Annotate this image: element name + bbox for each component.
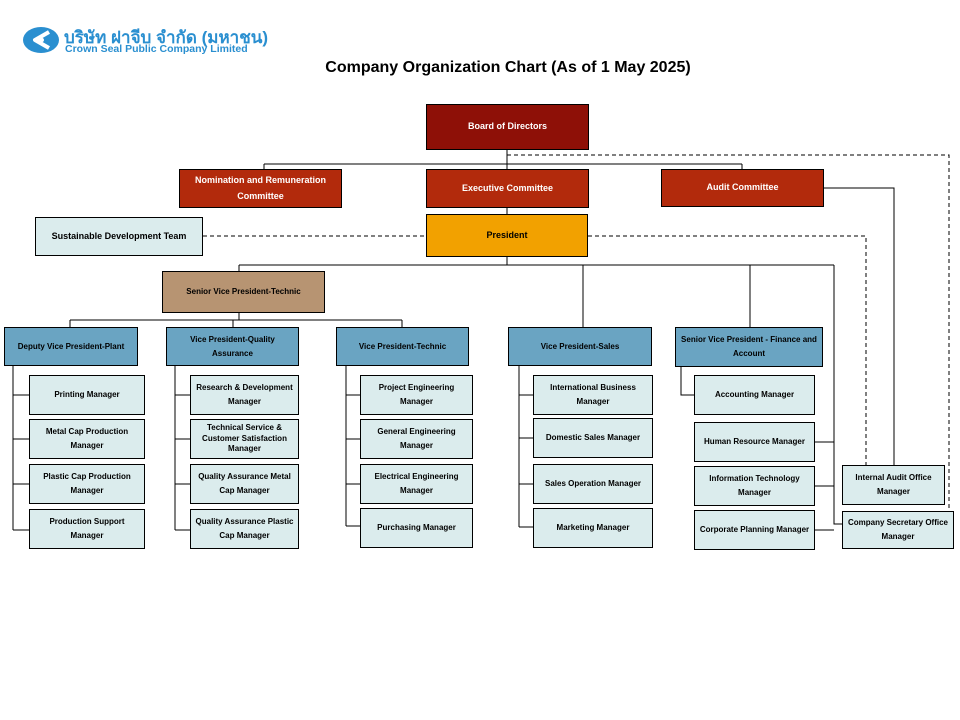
vp-technic-box: Vice President-Technic	[336, 327, 469, 366]
logo-thai-name: บริษัท ฝาจีบ จำกัด (มหาชน)	[64, 28, 269, 47]
company-secretary-office-manager-box: Company Secretary Office Manager	[842, 511, 954, 549]
svp-finance-box: Senior Vice President - Finance and Acco…	[675, 327, 823, 367]
marketing-manager-box: Marketing Manager	[533, 508, 653, 548]
international-business-manager-box: International Business Manager	[533, 375, 653, 415]
rd-manager-box: Research & Development Manager	[190, 375, 299, 415]
corporate-planning-manager-box: Corporate Planning Manager	[694, 510, 815, 550]
audit-committee-box: Audit Committee	[661, 169, 824, 207]
human-resource-manager-box: Human Resource Manager	[694, 422, 815, 462]
domestic-sales-manager-box: Domestic Sales Manager	[533, 418, 653, 458]
purchasing-manager-box: Purchasing Manager	[360, 508, 473, 548]
vp-sales-box: Vice President-Sales	[508, 327, 652, 366]
crown-seal-logo-icon	[23, 27, 59, 53]
project-engineering-manager-box: Project Engineering Manager	[360, 375, 473, 415]
nomination-committee-box: Nomination and Remuneration Committee	[179, 169, 342, 208]
sustainable-development-team-box: Sustainable Development Team	[35, 217, 203, 256]
technical-service-manager-box: Technical Service & Customer Satisfactio…	[190, 419, 299, 459]
production-support-manager-box: Production Support Manager	[29, 509, 145, 549]
board-of-directors-box: Board of Directors	[426, 104, 589, 150]
electrical-engineering-manager-box: Electrical Engineering Manager	[360, 464, 473, 504]
president-box: President	[426, 214, 588, 257]
logo-english-name: Crown Seal Public Company Limited	[65, 43, 248, 55]
metal-cap-production-manager-box: Metal Cap Production Manager	[29, 419, 145, 459]
company-logo: บริษัท ฝาจีบ จำกัด (มหาชน) Crown Seal Pu…	[22, 24, 272, 58]
vp-quality-box: Vice President-Quality Assurance	[166, 327, 299, 366]
plastic-cap-production-manager-box: Plastic Cap Production Manager	[29, 464, 145, 504]
qa-plastic-cap-manager-box: Quality Assurance Plastic Cap Manager	[190, 509, 299, 549]
page-title: Company Organization Chart (As of 1 May …	[325, 59, 691, 76]
information-technology-manager-box: Information Technology Manager	[694, 466, 815, 506]
senior-vp-technic-box: Senior Vice President-Technic	[162, 271, 325, 313]
general-engineering-manager-box: General Engineering Manager	[360, 419, 473, 459]
qa-metal-cap-manager-box: Quality Assurance Metal Cap Manager	[190, 464, 299, 504]
vp-plant-box: Deputy Vice President-Plant	[4, 327, 138, 366]
internal-audit-office-manager-box: Internal Audit Office Manager	[842, 465, 945, 505]
executive-committee-box: Executive Committee	[426, 169, 589, 208]
printing-manager-box: Printing Manager	[29, 375, 145, 415]
sales-operation-manager-box: Sales Operation Manager	[533, 464, 653, 504]
accounting-manager-box: Accounting Manager	[694, 375, 815, 415]
